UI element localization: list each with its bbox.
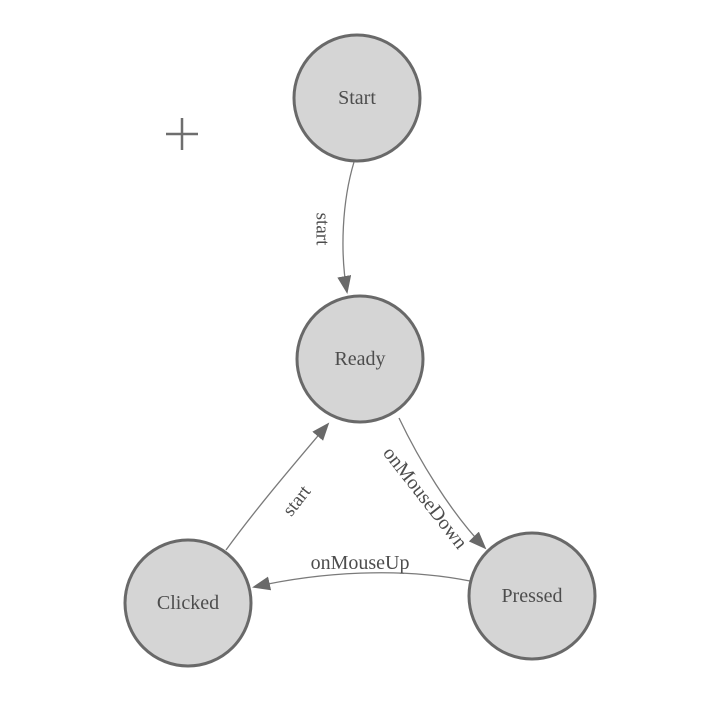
node-pressed-circle[interactable]	[467, 531, 597, 661]
edge-label-start-to-ready: start	[312, 213, 333, 246]
node-start-circle[interactable]	[292, 33, 422, 163]
edge-pressed-to-clicked[interactable]	[252, 572, 471, 591]
node-ready-circle[interactable]	[295, 294, 425, 424]
edge-label-ready-to-pressed: onMouseDown	[378, 443, 471, 554]
edge-clicked-to-ready[interactable]	[225, 422, 330, 551]
edge-start-to-ready[interactable]	[337, 161, 355, 294]
edge-label-pressed-to-clicked: onMouseUp	[311, 552, 410, 574]
crosshair-icon	[166, 118, 198, 150]
node-ready[interactable]: Ready	[295, 294, 425, 424]
edge-label-clicked-to-ready: start	[279, 481, 316, 520]
node-start[interactable]: Start	[292, 33, 422, 163]
node-pressed[interactable]: Pressed	[467, 531, 597, 661]
node-clicked-circle[interactable]	[123, 538, 253, 668]
edge-ready-to-pressed[interactable]	[398, 417, 487, 550]
node-clicked[interactable]: Clicked	[123, 538, 253, 668]
